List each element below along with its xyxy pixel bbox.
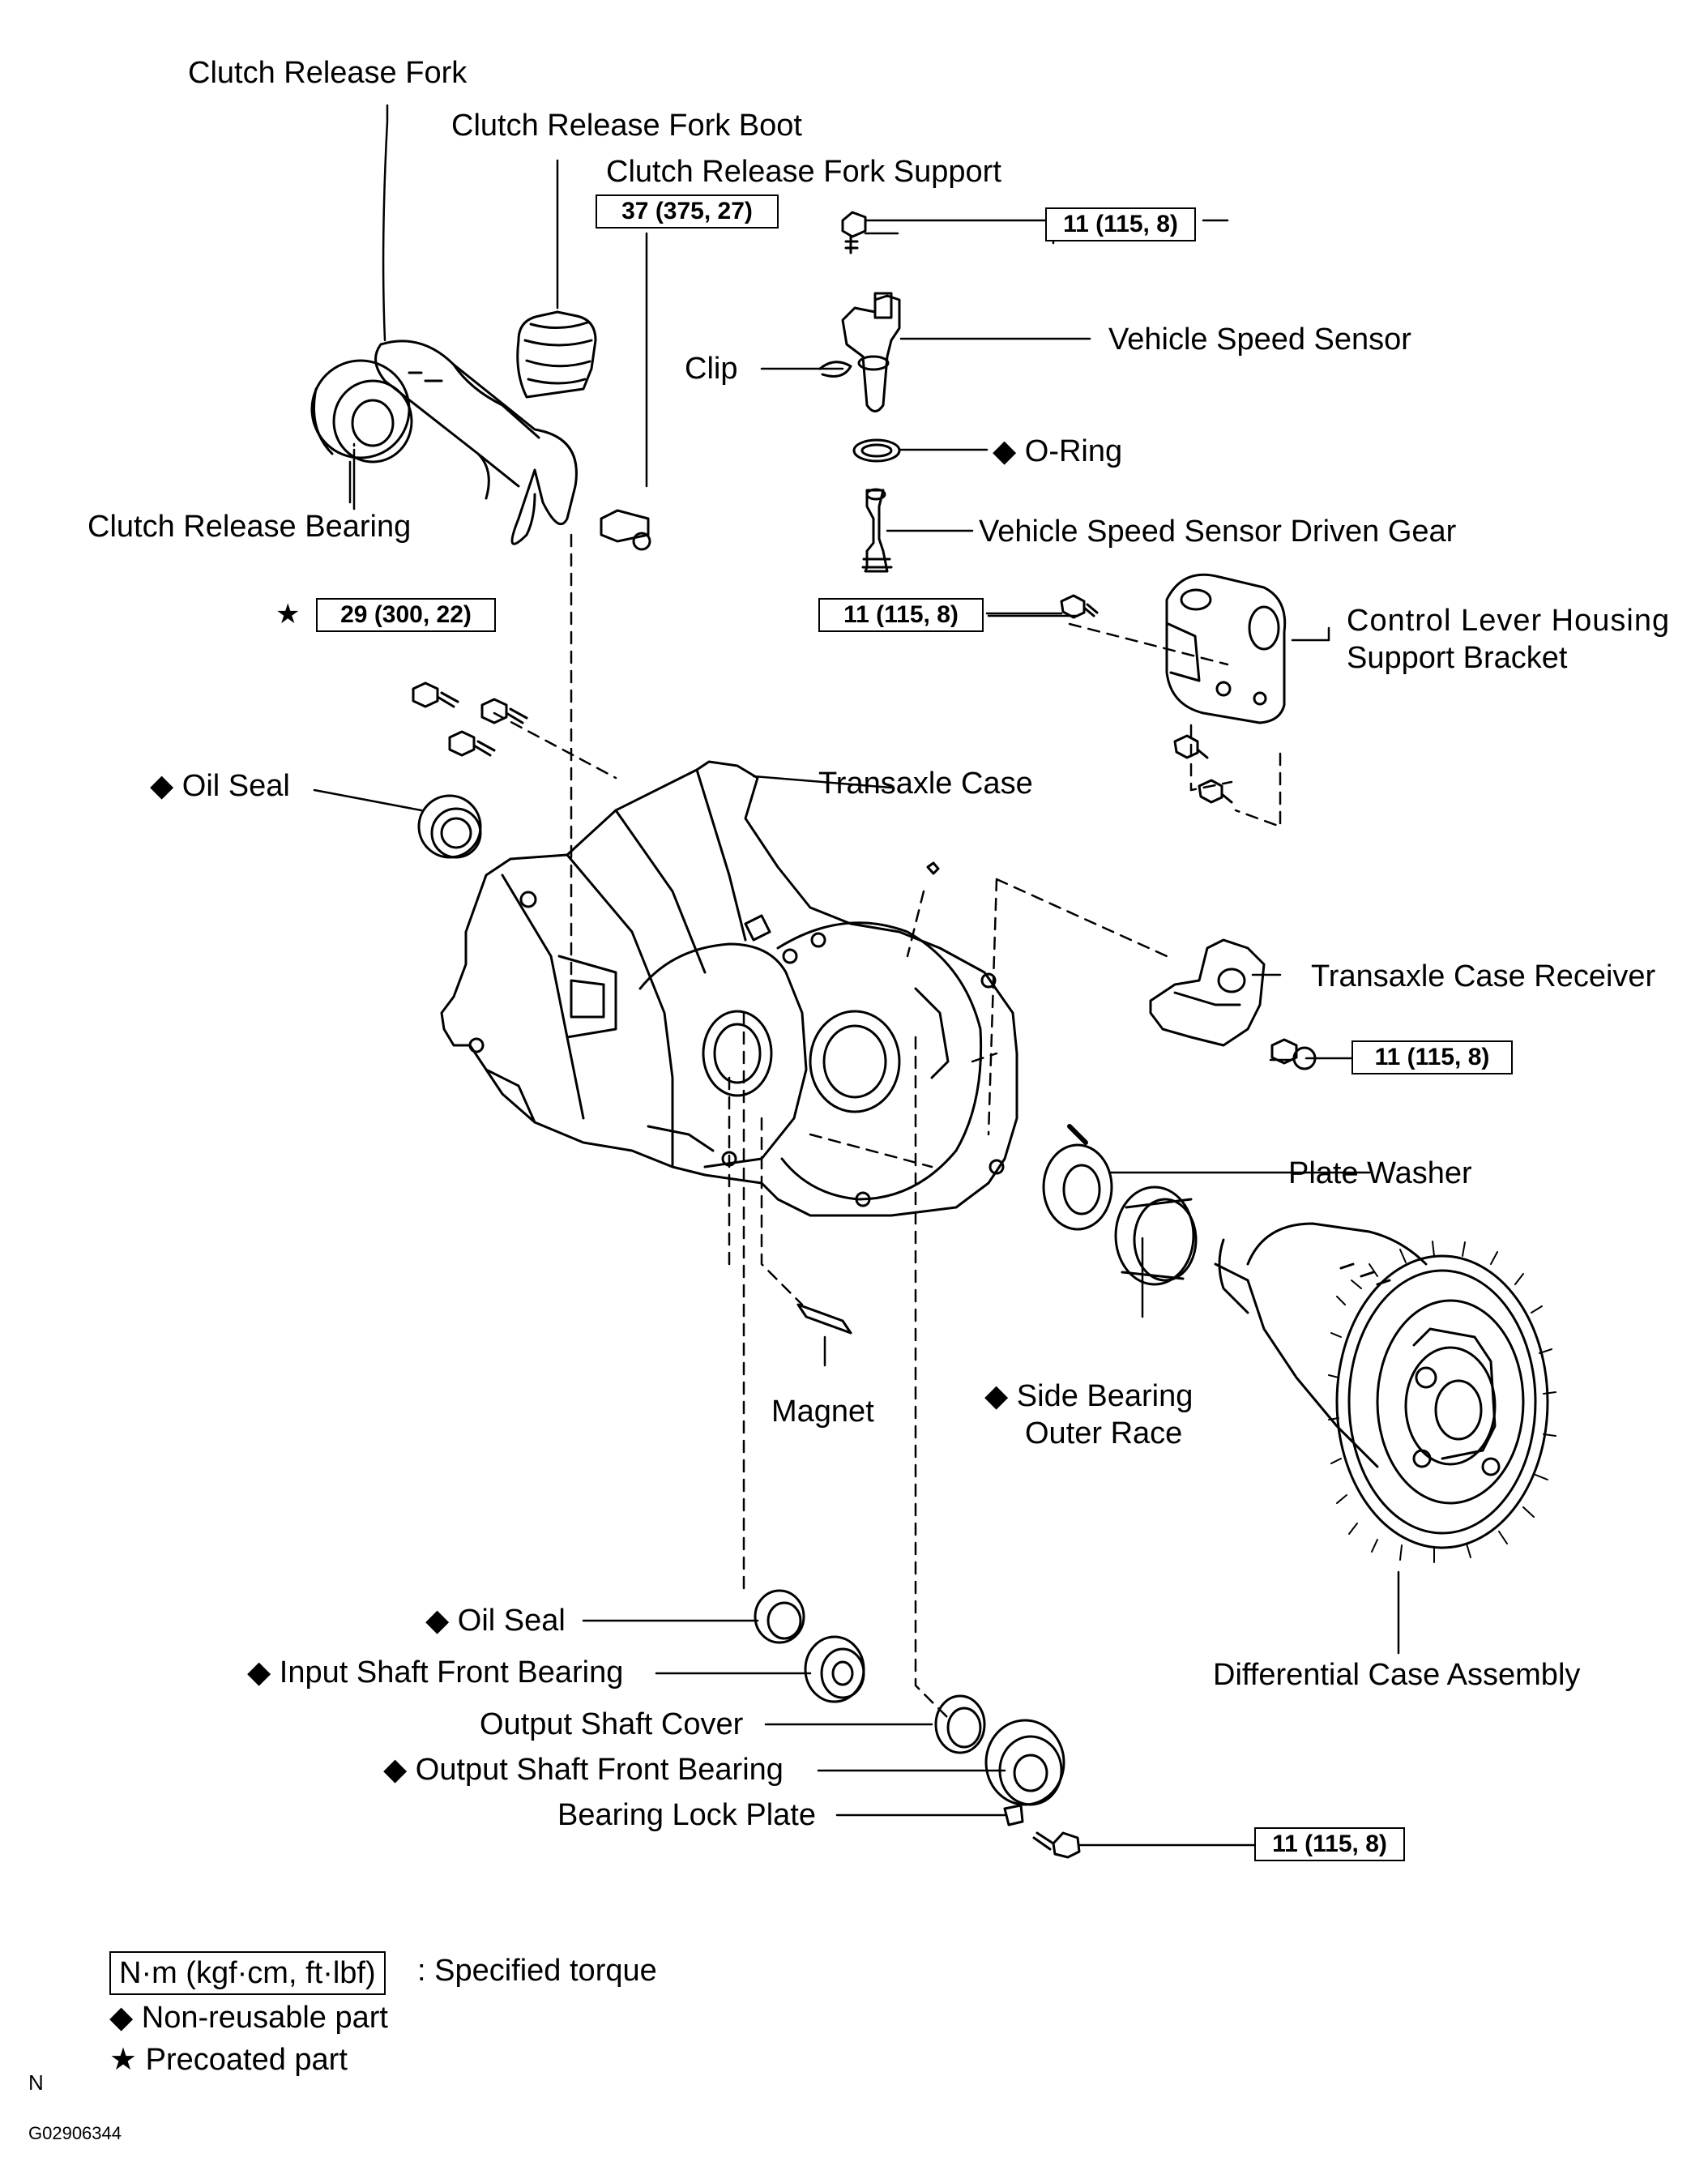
lock-plate-bolt xyxy=(1032,1831,1081,1859)
torque-box-speed-sensor: 11 (115, 8) xyxy=(1045,207,1196,241)
clutch-release-fork xyxy=(374,340,578,545)
torque-leaders xyxy=(352,219,1353,1847)
label-plate-washer: Plate Washer xyxy=(1288,1156,1472,1190)
control-lever-bracket xyxy=(1165,573,1287,724)
legend-torque-box: N·m (kgf·cm, ft·lbf) xyxy=(109,1951,386,1995)
clutch-release-bearing xyxy=(310,359,413,504)
torque-box-lock-plate: 11 (115, 8) xyxy=(1254,1827,1405,1861)
torque-box-fork-support: 37 (375, 27) xyxy=(596,194,779,229)
differential-case-assembly xyxy=(1214,1222,1556,1563)
side-bearing-outer-race xyxy=(1114,1185,1198,1286)
label-output-shaft-front-bearing: ◆ Output Shaft Front Bearing xyxy=(383,1753,784,1787)
leader-lines xyxy=(313,104,1400,1817)
plate-washer xyxy=(1042,1124,1113,1231)
torque-box-receiver: 11 (115, 8) xyxy=(1351,1040,1513,1074)
o-ring xyxy=(852,438,901,463)
clip xyxy=(818,361,852,378)
footer-letter: N xyxy=(28,2070,44,2095)
label-magnet: Magnet xyxy=(771,1395,874,1429)
transaxle-case xyxy=(440,760,1018,1217)
label-transaxle-case-receiver: Transaxle Case Receiver xyxy=(1311,959,1656,993)
transaxle-case-receiver xyxy=(1149,938,1266,1047)
label-side-bearing-line1: ◆ Side Bearing xyxy=(984,1379,1193,1413)
figure-code: G02906344 xyxy=(28,2123,122,2143)
label-clutch-release-bearing: Clutch Release Bearing xyxy=(88,510,412,544)
label-o-ring: ◆ O-Ring xyxy=(993,434,1123,468)
legend-non-reusable: ◆ Non-reusable part xyxy=(109,2001,388,2035)
label-output-shaft-cover: Output Shaft Cover xyxy=(480,1707,744,1741)
torque-box-case-bolts: 29 (300, 22) xyxy=(316,598,496,632)
label-vss-driven-gear: Vehicle Speed Sensor Driven Gear xyxy=(979,515,1457,549)
label-clutch-release-fork-support: Clutch Release Fork Support xyxy=(606,155,1001,189)
precoated-star-icon: ★ xyxy=(275,599,301,630)
legend-precoated: ★ Precoated part xyxy=(109,2043,348,2077)
input-shaft-front-bearing xyxy=(804,1635,865,1703)
label-control-lever-bracket-line2: Support Bracket xyxy=(1347,641,1568,675)
dashed-assembly-lines xyxy=(493,533,1282,1719)
label-transaxle-case: Transaxle Case xyxy=(818,767,1033,801)
output-shaft-front-bearing xyxy=(984,1719,1065,1806)
label-bearing-lock-plate: Bearing Lock Plate xyxy=(557,1798,816,1832)
oil-seal-upper xyxy=(417,794,482,859)
output-shaft-cover xyxy=(934,1694,986,1754)
case-bolts xyxy=(412,681,528,757)
label-differential-case-assembly: Differential Case Assembly xyxy=(1213,1658,1581,1692)
label-oil-seal-lower: ◆ Oil Seal xyxy=(425,1604,566,1638)
label-control-lever-bracket-line1: Control Lever Housing xyxy=(1347,604,1671,638)
vss-driven-gear xyxy=(861,488,893,573)
label-side-bearing-line2: Outer Race xyxy=(1025,1416,1183,1450)
label-input-shaft-front-bearing: ◆ Input Shaft Front Bearing xyxy=(247,1655,624,1690)
label-clip: Clip xyxy=(685,352,738,386)
bracket-bolts xyxy=(1060,594,1233,804)
label-clutch-release-fork: Clutch Release Fork xyxy=(188,56,468,90)
clutch-release-fork-boot xyxy=(516,310,597,399)
torque-box-bracket: 11 (115, 8) xyxy=(818,598,984,632)
magnet xyxy=(796,1303,852,1335)
label-clutch-release-fork-boot: Clutch Release Fork Boot xyxy=(451,109,802,143)
label-oil-seal-upper: ◆ Oil Seal xyxy=(150,769,290,803)
bearing-lock-plate xyxy=(1003,1804,1024,1826)
vehicle-speed-sensor xyxy=(841,211,901,412)
label-vehicle-speed-sensor: Vehicle Speed Sensor xyxy=(1108,323,1411,357)
receiver-bolt xyxy=(1270,1038,1317,1070)
oil-seal-lower xyxy=(754,1589,805,1644)
legend-torque-desc: : Specified torque xyxy=(417,1954,657,1988)
clutch-release-fork-support xyxy=(600,509,651,551)
